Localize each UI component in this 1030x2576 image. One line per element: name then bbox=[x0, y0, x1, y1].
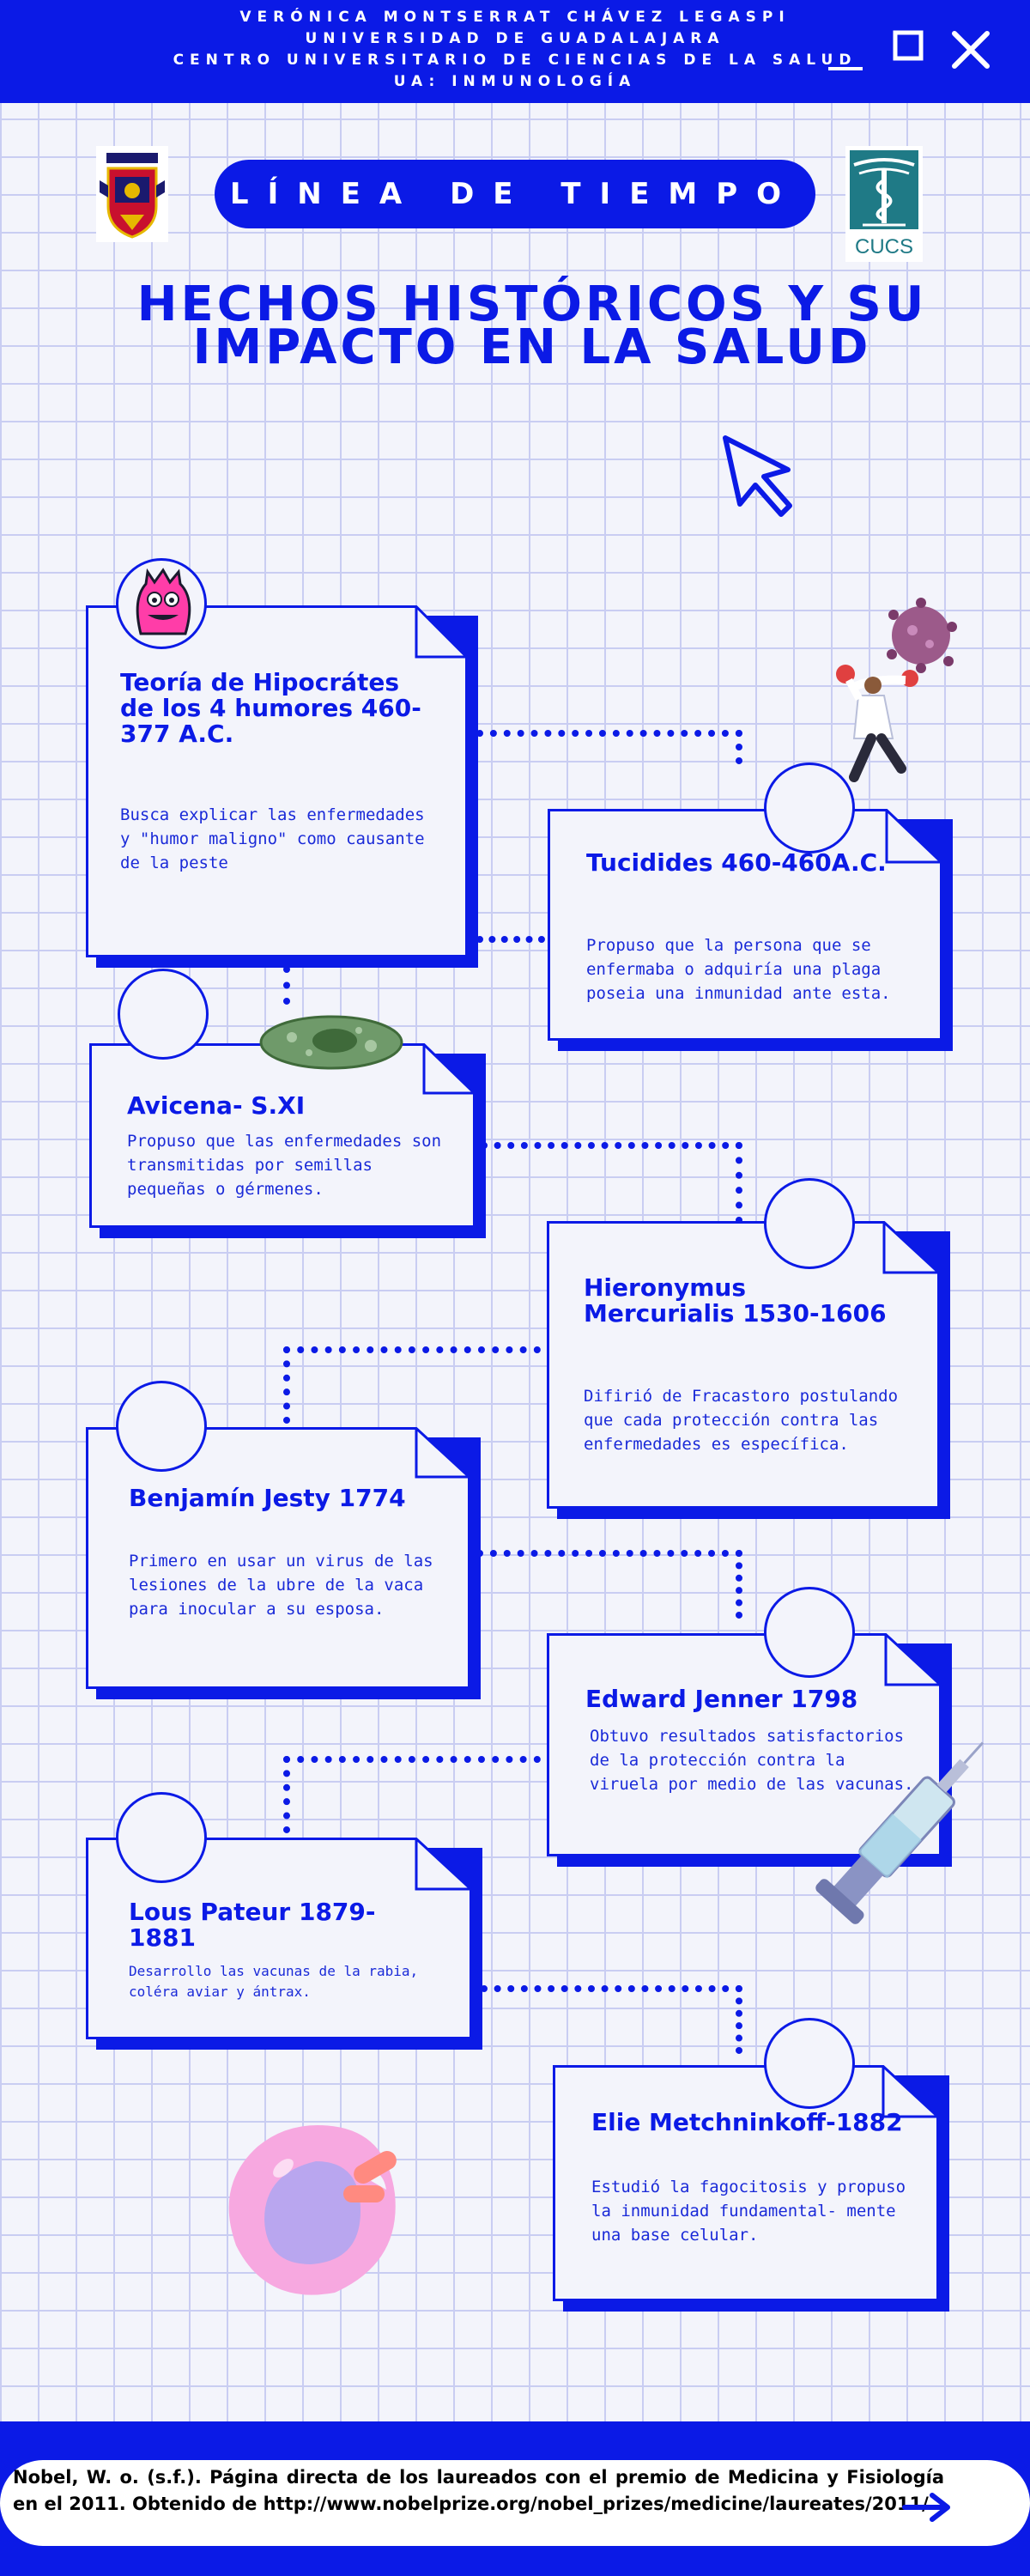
connector bbox=[736, 1985, 742, 2054]
timeline-card-jesty: Benjamín Jesty 1774 Primero en usar un v… bbox=[86, 1427, 481, 1699]
timeline-node bbox=[764, 2018, 855, 2109]
timeline-card-pasteur: Lous Pateur 1879-1881 Desarrollo las vac… bbox=[86, 1838, 482, 2050]
page-title: HECHOS HISTÓRICOS Y SU IMPACTO EN LA SAL… bbox=[136, 276, 928, 375]
event-description: Desarrollo las vacunas de la rabia, colé… bbox=[129, 1963, 419, 2000]
syringe-icon bbox=[815, 1741, 985, 1924]
timeline-card-avicena: Avicena- S.XI Propuso que las enfermedad… bbox=[89, 1043, 486, 1238]
timeline-card-tucidides: Tucidides 460-460A.C. Propuso que la per… bbox=[548, 809, 953, 1051]
timeline-node bbox=[118, 969, 209, 1060]
header-author: VERÓNICA MONTSERRAT CHÁVEZ LEGASPI bbox=[239, 9, 791, 26]
event-title: Hieronymus Mercurialis 1530-1606 bbox=[584, 1273, 887, 1327]
connector bbox=[283, 1346, 290, 1424]
timeline-node bbox=[764, 1178, 855, 1269]
event-title: Benjamín Jesty 1774 bbox=[129, 1484, 406, 1512]
minimize-icon[interactable] bbox=[828, 67, 863, 70]
timeline-banner: LÍNEA DE TIEMPO bbox=[215, 160, 815, 228]
connector bbox=[283, 966, 290, 1005]
cursor-arrow-icon bbox=[723, 435, 792, 517]
microbe-paramecium-icon bbox=[259, 1015, 403, 1070]
event-description: Obtuvo resultados satisfactorios de la p… bbox=[590, 1727, 914, 1794]
timeline-node bbox=[764, 1587, 855, 1678]
germ-monster-icon bbox=[136, 568, 191, 635]
cucs-logo-text: CUCS bbox=[855, 235, 913, 258]
event-title: Teoría de Hipocrátes de los 4 humores 46… bbox=[120, 668, 421, 748]
event-title: Edward Jenner 1798 bbox=[585, 1685, 858, 1713]
event-description: Difirió de Fracastoro postulando que cad… bbox=[584, 1387, 899, 1454]
event-title: Tucidides 460-460A.C. bbox=[586, 848, 887, 877]
timeline-card-metchnikoff: Elie Metchninkoff-1882 Estudió la fagoci… bbox=[553, 2065, 949, 2312]
connector bbox=[476, 936, 545, 943]
connector bbox=[476, 1550, 742, 1557]
reference-text: Nobel, W. o. (s.f.). Página directa de l… bbox=[13, 2467, 944, 2514]
reference-box bbox=[0, 2460, 1030, 2546]
event-title: Avicena- S.XI bbox=[127, 1091, 306, 1120]
header-university: UNIVERSIDAD DE GUADALAJARA bbox=[305, 30, 725, 47]
event-description: Busca explicar las enfermedades y "humor… bbox=[120, 805, 425, 872]
timeline-node bbox=[764, 762, 855, 854]
connector bbox=[736, 1142, 742, 1224]
event-title: Lous Pateur 1879-1881 bbox=[129, 1898, 376, 1952]
close-icon[interactable] bbox=[951, 30, 991, 70]
connector bbox=[736, 1550, 742, 1619]
connector bbox=[283, 1346, 541, 1353]
connector bbox=[283, 1756, 541, 1763]
header-center: CENTRO UNIVERSITARIO DE CIENCIAS DE LA S… bbox=[173, 52, 857, 69]
header-bar: VERÓNICA MONTSERRAT CHÁVEZ LEGASPI UNIVE… bbox=[0, 0, 1030, 103]
maximize-icon[interactable] bbox=[893, 30, 924, 61]
timeline-node bbox=[116, 1792, 207, 1883]
event-description: Estudió la fagocitosis y propuso la inmu… bbox=[591, 2178, 906, 2245]
connector bbox=[481, 1985, 742, 1992]
timeline-card-mercurialis: Hieronymus Mercurialis 1530-1606 Difirió… bbox=[547, 1221, 950, 1519]
timeline-node bbox=[116, 1381, 207, 1472]
event-description: Propuso que las enfermedades son transmi… bbox=[127, 1132, 442, 1199]
arrow-right-icon[interactable] bbox=[901, 2490, 953, 2524]
timeline-card-hipocrates: Teoría de Hipocrátes de los 4 humores 46… bbox=[86, 605, 478, 968]
event-description: Primero en usar un virus de las lesiones… bbox=[129, 1552, 433, 1619]
event-title: Elie Metchninkoff-1882 bbox=[591, 2108, 903, 2136]
cucs-logo: CUCS bbox=[845, 146, 923, 262]
connector bbox=[476, 730, 742, 737]
event-description: Propuso que la persona que se enfermaba … bbox=[586, 936, 891, 1003]
connector bbox=[283, 1756, 290, 1833]
phagocyte-cell-illustration bbox=[228, 2125, 397, 2295]
connector bbox=[481, 1142, 742, 1149]
udg-shield-logo bbox=[96, 146, 168, 242]
header-unit: UA: INMUNOLOGÍA bbox=[393, 73, 637, 90]
connector bbox=[736, 730, 742, 764]
doctor-fighting-virus-illustration bbox=[836, 598, 957, 782]
